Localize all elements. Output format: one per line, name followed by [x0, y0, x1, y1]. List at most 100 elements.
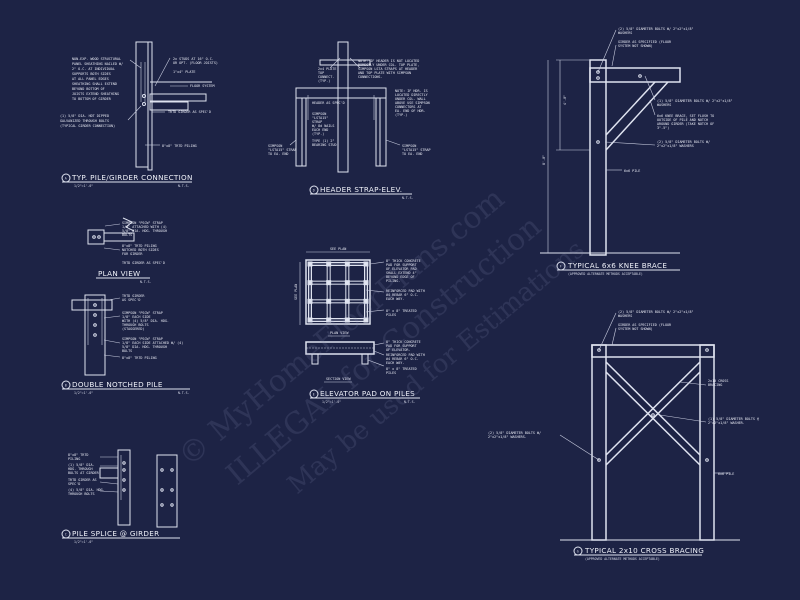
plan-note-5: 8"x8" TRTD PILING	[122, 244, 157, 248]
detail-a-floor-joist	[149, 93, 207, 102]
watermark-line-3: May be used for Estimations	[282, 235, 590, 501]
pile-marker	[363, 280, 369, 286]
detail-e-note-9: EACH WAY.	[386, 297, 404, 301]
detail-g-girder	[591, 344, 715, 358]
detail-e-dim-side: SEE PLAN	[294, 284, 298, 300]
detail-d-rnote2-6: EA. END OF HDR.	[395, 109, 426, 113]
detail-f-note-2: WASHERS	[618, 31, 632, 35]
detail-b-note-8: SIMPSON "PSCW" STRAP	[122, 337, 163, 341]
detail-c-note-1: 8"x8" TRTD	[68, 453, 88, 457]
detail-d-rnote-5: CONNECTIONS.	[358, 75, 383, 79]
detail-b-note-11: BOLTS	[122, 349, 132, 353]
detail-c-pile	[117, 449, 131, 526]
detail-a-rnote-2: OR OPT. (FLOOR JOISTS)	[173, 61, 218, 65]
detail-e-note-2: PAD FOR SUPPORT	[386, 263, 417, 267]
plan-note-7: FOR GIRDER	[122, 252, 143, 256]
detail-d-lnote-5: W/ 8d NAILS	[312, 124, 334, 128]
detail-a-badge-letter: A	[65, 176, 67, 180]
detail-a-rnote-5: TRTD GIRDER AS SPEC'D	[168, 110, 211, 114]
detail-b-title: DOUBLE NOTCHED PILE	[72, 380, 163, 389]
plan-pile	[87, 229, 105, 245]
detail-e-note-1: 8" THICK CONCRETE	[386, 259, 421, 263]
detail-f-note-6: WASHERS	[657, 103, 671, 107]
detail-d-lnote-9: BEARING STUD	[312, 143, 337, 147]
detail-d-rnote2-3: UNDER COL. WALL	[395, 97, 426, 101]
pile-marker	[363, 317, 369, 323]
detail-d-lnote-2: SIMPSON	[312, 112, 326, 116]
detail-f-badge-letter: F	[560, 264, 562, 268]
detail-f-note-7: 6x6 KNEE BRACE, SET FLUSH TO	[657, 114, 714, 118]
detail-d-rnote-3: SIMPSON LSTA STRAPS AT HEADER	[358, 67, 418, 71]
detail-d-lnote-4: STRAP	[312, 120, 322, 124]
plan-note-6: NOTCHED BOTH SIDES	[122, 248, 159, 252]
detail-b-plan-view: SIMPSON "PSCW" STRAP 1/8" ATTACHED WITH …	[87, 217, 167, 284]
detail-g-pile-right	[699, 344, 715, 541]
detail-e-note-6: PILING.	[386, 279, 400, 283]
detail-f-subtitle: (APPROVED ALTERNATE METHODS ACCEPTABLE)	[568, 272, 643, 276]
detail-d-rnote2-7: (TYP.)	[395, 113, 407, 117]
detail-b-scale: 1/2"=1'-0"	[74, 391, 93, 395]
detail-b-note-4: 1/8" EACH SIDE	[122, 315, 151, 319]
detail-e-note-8: #4 REBAR 6" O.C.	[386, 293, 419, 297]
pile-marker	[326, 298, 332, 304]
detail-d-top-1: 2x4 PLATE	[318, 67, 336, 71]
detail-a-note-9: TO BOTTOM OF GIRDER	[72, 97, 112, 101]
detail-e-sec-note-4: REINFORCED PAD WITH	[386, 353, 425, 357]
detail-a-piling: 8"x8" TRTD PILING	[162, 144, 197, 148]
detail-e-sec-note-1: 8" THICK CONCRETE	[386, 340, 421, 344]
detail-d-lnote-6: EACH END	[312, 128, 328, 132]
detail-e-note-11: PILES	[386, 313, 396, 317]
detail-d-stud	[337, 41, 349, 173]
detail-e-nts: N.T.S.	[404, 400, 416, 404]
pile-marker	[307, 298, 313, 304]
pile-marker	[363, 261, 369, 267]
detail-f-note-4: SYSTEM NOT SHOWN)	[618, 44, 653, 48]
detail-d-rnote-4: AND TOP PLATE WITH SIMPSON	[358, 71, 411, 75]
rebar-h	[309, 280, 367, 285]
detail-b-note-10: 5/8" DIA. HDG. THROUGH	[122, 345, 167, 349]
detail-g-note-5: 2x10 CROSS	[708, 379, 728, 383]
detail-d-header	[295, 87, 387, 99]
detail-c-girder	[99, 467, 119, 479]
detail-e-scale: 1/2"=1'-0"	[322, 400, 341, 404]
pile-marker	[326, 317, 332, 323]
pile-marker	[344, 261, 350, 267]
detail-e-section-label: SECTION VIEW	[326, 377, 351, 381]
detail-d-nts: N.T.S.	[402, 196, 414, 200]
detail-g-note-6: BRACING	[708, 383, 722, 387]
detail-g-note-9: (2) 5/8" DIAMETER BOLTS W/	[488, 431, 541, 435]
detail-e-sec-note-2: PAD FOR SUPPORT	[386, 344, 417, 348]
plan-note-8: TRTD GIRDER AS SPEC'D	[122, 261, 165, 265]
detail-a-note-6: SHEATHING SHALL EXTEND	[72, 82, 117, 86]
detail-d-right-stud	[379, 97, 387, 167]
detail-a-pile-girder-connection: NON-EXP. WOOD STRUCTURAL PANEL SHEATHING…	[60, 41, 218, 188]
detail-c-scale: 1/2"=1'-0"	[74, 540, 93, 544]
detail-f-note-3: GIRDER AS SPECIFIED (FLOOR	[618, 40, 672, 44]
detail-b-note-5: WITH (4) 5/8" DIA. HDG.	[122, 319, 169, 323]
pile-marker	[344, 317, 350, 323]
detail-f-note-11: (2) 5/8" DIAMETER BOLTS W/	[657, 140, 710, 144]
detail-d-header-strap: 2x4 PLATE TOP CONNECT. (TYP.) NOTE: IF H…	[268, 41, 431, 200]
detail-b-note-12: 8"x8" TRTD PILING	[122, 356, 157, 360]
detail-b-note-9: 1/8" EACH SIDE ATTACHED W/ (4)	[122, 341, 183, 345]
detail-f-note-10: 3"-5")	[657, 126, 669, 130]
detail-a-girder	[149, 101, 189, 111]
detail-a-note-4: SUPPORTS BOTH SIDES	[72, 72, 111, 76]
detail-d-br-1: SIMPSON	[402, 144, 416, 148]
detail-g-subtitle: (APPROVED ALTERNATE METHODS ACCEPTABLE)	[585, 557, 660, 561]
detail-g-note-10: 2"x2"x1/8" WASHERS.	[488, 435, 527, 439]
detail-d-title: HEADER STRAP-ELEV.	[320, 185, 402, 194]
pile-marker	[307, 280, 313, 286]
pile-marker	[326, 280, 332, 286]
detail-e-note-4: SHALL EXTEND 4"	[386, 271, 417, 275]
detail-c-badge-letter: C	[65, 532, 67, 536]
detail-e-title: ELEVATOR PAD ON PILES	[320, 389, 415, 398]
detail-f-title: TYPICAL 6x6 KNEE BRACE	[567, 261, 667, 270]
detail-d-top-2: TOP	[318, 71, 324, 75]
detail-d-badge-letter: D	[313, 188, 315, 192]
detail-d-rnote-2: DIRECTLY UNDER COL. TOP PLATE,	[358, 63, 419, 67]
detail-d-rnote2-5: CONNECTORS AT	[395, 105, 422, 109]
detail-d-br-2: "LSTA15" STRAP	[402, 148, 431, 152]
detail-a-note-7: BEYOND BOTTOM OF	[72, 87, 105, 91]
